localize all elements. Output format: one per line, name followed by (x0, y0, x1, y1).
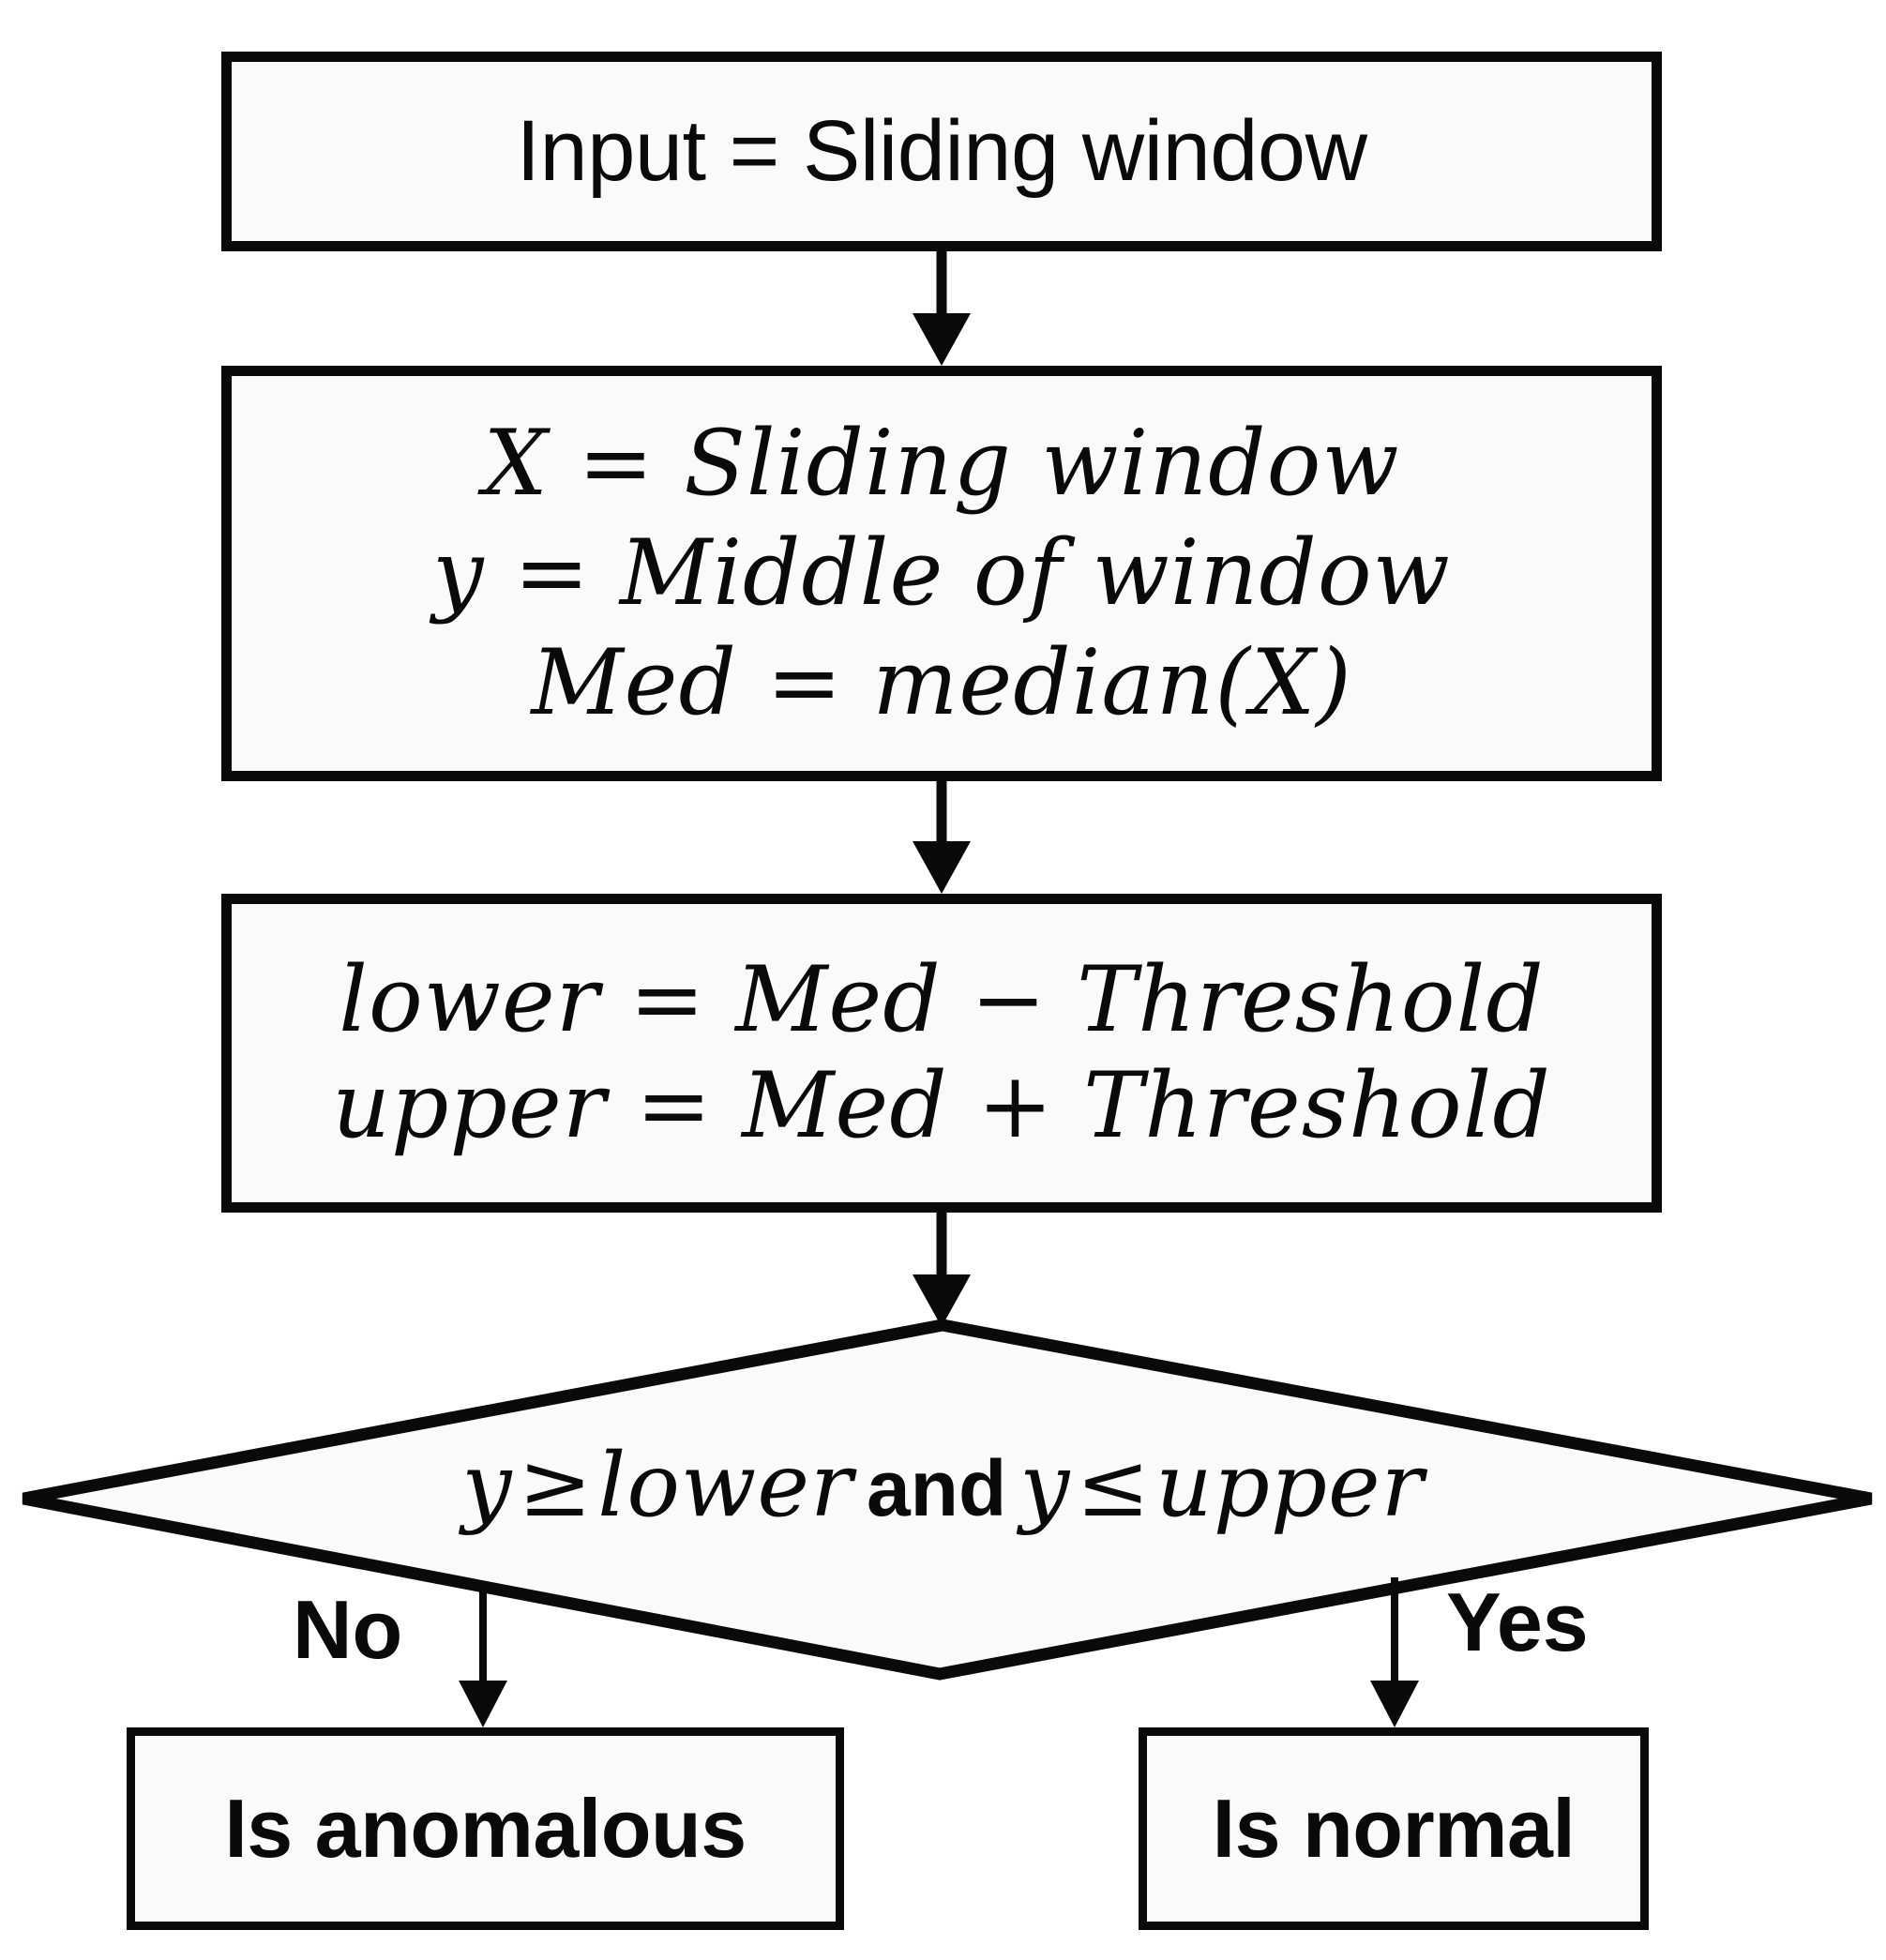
edge-shaft (936, 781, 947, 845)
bounds-line-1: lower = Med − Threshold (339, 946, 1545, 1052)
assign-line-2: y = Middle of window (432, 520, 1451, 626)
edge-assign-to-bounds (913, 781, 971, 894)
arrowhead-icon (459, 1681, 507, 1727)
edge-decision-to-normal (1368, 1577, 1421, 1727)
node-normal-label: Is normal (1212, 1781, 1576, 1875)
assign-line-1: X = Sliding window (483, 410, 1400, 516)
node-anomalous[interactable]: Is anomalous (127, 1727, 844, 1930)
node-bounds-math: lower = Med − Threshold upper = Med + Th… (232, 947, 1652, 1160)
edge-shaft (936, 251, 947, 317)
condition-lhs-var: y (461, 1435, 513, 1537)
node-anomalous-label: Is anomalous (224, 1781, 747, 1875)
arrowhead-icon (913, 841, 971, 894)
bounds-line-2: upper = Med + Threshold (332, 1053, 1551, 1158)
node-assign[interactable]: X = Sliding window y = Middle of window … (221, 366, 1662, 781)
edge-label-yes: Yes (1446, 1576, 1589, 1668)
condition-rhs-var: y (1019, 1435, 1071, 1537)
edge-decision-to-anomalous (457, 1585, 509, 1727)
edge-label-no: No (293, 1583, 403, 1676)
edge-input-to-assign (913, 251, 971, 366)
node-assign-math: X = Sliding window y = Middle of window … (232, 409, 1652, 738)
node-input[interactable]: Input = Sliding window (221, 52, 1662, 251)
condition-conjunction: and (866, 1444, 1007, 1532)
edge-shaft (936, 1213, 947, 1278)
condition-rhs-bound: upper (1155, 1435, 1425, 1537)
assign-line-3: Med = median(X) (531, 630, 1352, 736)
condition-lhs-bound: lower (597, 1435, 853, 1537)
edge-shaft (479, 1585, 487, 1682)
node-normal[interactable]: Is normal (1139, 1727, 1649, 1930)
condition-lhs-operator: ≥ (518, 1435, 593, 1537)
arrowhead-icon (913, 1274, 971, 1327)
condition-rhs-operator: ≤ (1076, 1435, 1151, 1537)
node-bounds[interactable]: lower = Med − Threshold upper = Med + Th… (221, 894, 1662, 1213)
edge-shaft (1391, 1577, 1398, 1682)
edge-bounds-to-decision (913, 1213, 971, 1327)
arrowhead-icon (913, 313, 971, 366)
arrowhead-icon (1370, 1681, 1419, 1727)
node-input-label: Input = Sliding window (516, 102, 1367, 199)
